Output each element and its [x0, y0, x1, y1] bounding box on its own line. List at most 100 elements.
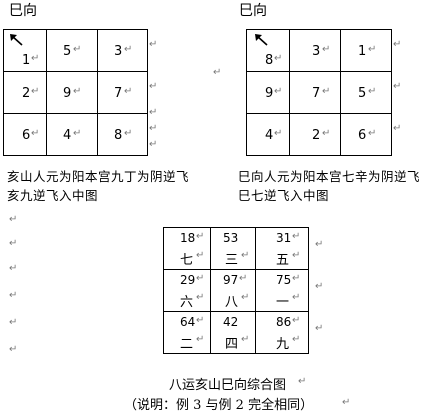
combined-cell-e: 75 ↵ 一 ↵ [255, 269, 309, 312]
right-cell-center: 7 ↵ [289, 71, 341, 114]
paragraph-mark: ↵ [9, 263, 18, 274]
paragraph-mark: ↵ [149, 107, 158, 118]
paragraph-mark: ↵ [124, 44, 133, 55]
combined-cell-star: 六 [180, 295, 194, 310]
right-cell-n: 3 ↵ [289, 29, 341, 72]
paragraph-mark: ↵ [368, 86, 377, 97]
paragraph-mark: ↵ [124, 128, 133, 139]
right-cell-value: 6 [358, 128, 367, 143]
combined-cell-star: 二 [180, 337, 194, 352]
paragraph-mark: ↵ [241, 334, 250, 345]
left-cell-e: 7 ↵ [97, 71, 148, 114]
paragraph-mark: ↵ [239, 273, 248, 284]
paragraph-mark: ↵ [124, 86, 133, 97]
combined-cell-numbers: 42 [223, 315, 239, 329]
right-cell-value: 8 [265, 53, 274, 68]
paragraph-mark: ↵ [368, 128, 377, 139]
paragraph-mark: ↵ [149, 39, 158, 50]
paragraph-mark: ↵ [393, 39, 402, 50]
paragraph-mark: ↵ [196, 250, 205, 261]
combined-cell-star: 五 [276, 253, 290, 268]
paragraph-mark: ↵ [292, 250, 301, 261]
combined-chart-caption: 八运亥山巳向综合图 [169, 378, 287, 393]
right-chart-title: 巳向 [239, 3, 267, 19]
paragraph-mark: ↵ [196, 292, 205, 303]
left-cell-value: 8 [114, 128, 123, 143]
left-cell-sw: 6 ↵ [3, 113, 47, 156]
paragraph-mark: ↵ [241, 292, 250, 303]
paragraph-mark: ↵ [73, 44, 82, 55]
paragraph-mark: ↵ [292, 273, 301, 284]
paragraph-mark: ↵ [292, 231, 301, 242]
combined-cell-star: 三 [225, 253, 239, 268]
paragraph-mark: ↵ [274, 86, 283, 97]
combined-cell-numbers: 29 [180, 273, 196, 287]
paragraph-mark: ↵ [315, 281, 324, 292]
combined-cell-numbers: 64 [180, 315, 196, 329]
paragraph-mark: ↵ [196, 273, 205, 284]
paragraph-mark: ↵ [322, 86, 331, 97]
paragraph-mark: ↵ [196, 334, 205, 345]
paragraph-mark: ↵ [213, 67, 222, 78]
paragraph-mark: ↵ [315, 239, 324, 250]
left-cell-value: 3 [114, 44, 123, 59]
combined-cell-se: 86 ↵ 九 ↵ [255, 311, 309, 354]
right-cell-value: 7 [312, 86, 321, 101]
combined-cell-star: 九 [276, 337, 290, 352]
right-cell-s: 2 ↵ [289, 113, 341, 156]
left-cell-value: 7 [114, 86, 123, 101]
combined-cell-nw: 18 ↵ 七 ↵ [163, 227, 211, 270]
left-cell-ne: 3 ↵ [97, 29, 148, 72]
combined-cell-numbers: 18 [180, 231, 196, 245]
paragraph-mark: ↵ [31, 86, 40, 97]
right-cell-value: 5 [358, 86, 367, 101]
paragraph-mark: ↵ [9, 290, 18, 301]
paragraph-mark: ↵ [149, 81, 158, 92]
paragraph-mark: ↵ [292, 315, 301, 326]
left-cell-value: 2 [22, 86, 31, 101]
right-cell-e: 5 ↵ [340, 71, 392, 114]
combined-cell-star: 八 [225, 295, 239, 310]
right-cell-nw: 8 ↵ [246, 29, 290, 72]
combined-cell-w: 29 ↵ 六 ↵ [163, 269, 211, 312]
right-chart-description-2: 巳七逆飞入中图 [238, 188, 330, 203]
paragraph-mark: ↵ [274, 53, 283, 64]
combined-flying-star-grid: 18 ↵ 七 ↵ 53 三 ↵ 31 ↵ 五 ↵ 29 ↵ 六 ↵ 97 ↵ 八… [163, 227, 309, 354]
right-flying-star-grid: 8 ↵ 3 ↵ 1 ↵ 9 ↵ 7 ↵ 5 ↵ 4 ↵ 2 [246, 29, 392, 156]
left-cell-w: 2 ↵ [3, 71, 47, 114]
paragraph-mark: ↵ [292, 292, 301, 303]
left-chart-description-1: 亥山人元为阳本宫九丁为阴逆飞 [7, 169, 190, 184]
left-cell-n: 5 ↵ [46, 29, 98, 72]
paragraph-mark: ↵ [9, 317, 18, 328]
right-cell-value: 1 [358, 44, 367, 59]
combined-cell-star: 七 [180, 253, 194, 268]
combined-cell-sw: 64 ↵ 二 ↵ [163, 311, 211, 354]
paragraph-mark: ↵ [368, 44, 377, 55]
paragraph-mark: ↵ [393, 81, 402, 92]
paragraph-mark: ↵ [274, 128, 283, 139]
paragraph-mark: ↵ [315, 323, 324, 334]
paragraph-mark: ↵ [342, 397, 351, 408]
right-cell-ne: 1 ↵ [340, 29, 392, 72]
paragraph-mark: ↵ [241, 250, 250, 261]
left-cell-value: 9 [63, 86, 72, 101]
paragraph-mark: ↵ [31, 53, 40, 64]
combined-cell-numbers: 31 [276, 231, 292, 245]
combined-cell-s: 42 四 ↵ [210, 311, 256, 354]
left-chart-description-2: 亥九逆飞入中图 [7, 188, 99, 203]
left-cell-nw: 1 ↵ [3, 29, 47, 72]
paragraph-mark: ↵ [73, 128, 82, 139]
right-cell-value: 4 [265, 128, 274, 143]
combined-cell-numbers: 53 [223, 231, 239, 245]
left-cell-se: 8 ↵ [97, 113, 148, 156]
combined-cell-star: 四 [225, 337, 239, 352]
left-cell-s: 4 ↵ [46, 113, 98, 156]
right-cell-w: 9 ↵ [246, 71, 290, 114]
paragraph-mark: ↵ [149, 123, 158, 134]
left-chart-title: 巳向 [9, 3, 37, 19]
paragraph-mark: ↵ [196, 315, 205, 326]
left-flying-star-grid: 1 ↵ 5 ↵ 3 ↵ 2 ↵ 9 ↵ 7 ↵ 6 ↵ 4 [3, 29, 148, 156]
left-cell-center: 9 ↵ [46, 71, 98, 114]
left-cell-value: 5 [63, 44, 72, 59]
paragraph-mark: ↵ [292, 334, 301, 345]
